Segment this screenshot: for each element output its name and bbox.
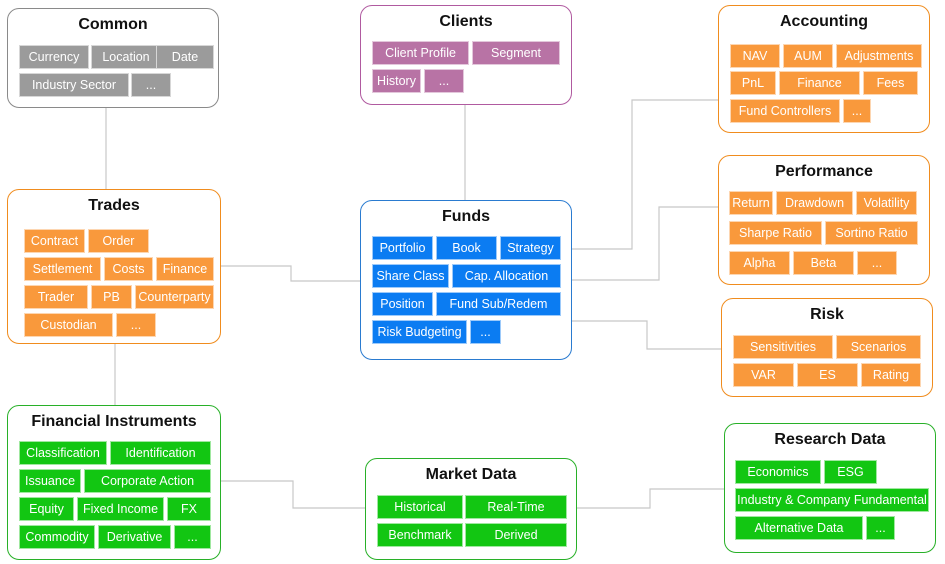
chip-costs[interactable]: Costs: [104, 257, 153, 281]
link-funds-performance: [572, 206, 718, 281]
chip-more[interactable]: ...: [470, 320, 501, 344]
chip-historical[interactable]: Historical: [377, 495, 463, 519]
group-title: Market Data: [425, 466, 517, 483]
chip-es[interactable]: ES: [797, 363, 858, 387]
chip-adjustments[interactable]: Adjustments: [836, 44, 922, 68]
chip-volatility[interactable]: Volatility: [856, 191, 917, 215]
chip-alternative-data[interactable]: Alternative Data: [735, 516, 863, 540]
chip-more[interactable]: ...: [424, 69, 464, 93]
chip-commodity[interactable]: Commodity: [19, 525, 95, 549]
group-title: Trades: [88, 197, 140, 214]
group-trades: Trades Contract Order Settlement Costs F…: [7, 189, 221, 344]
chip-derivative[interactable]: Derivative: [98, 525, 171, 549]
chip-risk-budgeting[interactable]: Risk Budgeting: [372, 320, 467, 344]
group-risk: Risk Sensitivities Scenarios VAR ES Rati…: [721, 298, 933, 397]
chip-esg[interactable]: ESG: [824, 460, 877, 484]
chip-more[interactable]: ...: [866, 516, 895, 540]
chip-alpha[interactable]: Alpha: [729, 251, 790, 275]
chip-fx[interactable]: FX: [167, 497, 211, 521]
group-title: Funds: [442, 208, 490, 225]
chip-beta[interactable]: Beta: [793, 251, 854, 275]
group-performance: Performance Return Drawdown Volatility S…: [718, 155, 930, 285]
link-instruments-market-data: [221, 480, 365, 509]
group-title: Research Data: [774, 431, 886, 448]
group-funds: Funds Portfolio Book Strategy Share Clas…: [360, 200, 572, 360]
chip-counterparty[interactable]: Counterparty: [135, 285, 214, 309]
chip-return[interactable]: Return: [729, 191, 773, 215]
chip-fees[interactable]: Fees: [863, 71, 918, 95]
chip-settlement[interactable]: Settlement: [24, 257, 101, 281]
group-title: Common: [78, 16, 148, 33]
chip-finance[interactable]: Finance: [779, 71, 860, 95]
chip-order[interactable]: Order: [88, 229, 149, 253]
chip-more[interactable]: ...: [131, 73, 171, 97]
chip-classification[interactable]: Classification: [19, 441, 107, 465]
chip-industry-company-fundamental[interactable]: Industry & Company Fundamental: [735, 488, 929, 512]
chip-more[interactable]: ...: [857, 251, 897, 275]
group-title: Performance: [775, 163, 873, 180]
chip-scenarios[interactable]: Scenarios: [836, 335, 921, 359]
chip-rating[interactable]: Rating: [861, 363, 921, 387]
group-title: Financial Instruments: [31, 413, 197, 430]
chip-derived[interactable]: Derived: [465, 523, 567, 547]
link-funds-risk: [572, 320, 721, 350]
chip-more[interactable]: ...: [843, 99, 871, 123]
chip-position[interactable]: Position: [372, 292, 433, 316]
chip-strategy[interactable]: Strategy: [500, 236, 561, 260]
group-title: Risk: [810, 306, 844, 323]
chip-more[interactable]: ...: [116, 313, 156, 337]
chip-share-class[interactable]: Share Class: [372, 264, 449, 288]
chip-real-time[interactable]: Real-Time: [465, 495, 567, 519]
chip-fixed-income[interactable]: Fixed Income: [77, 497, 164, 521]
group-market-data: Market Data Historical Real-Time Benchma…: [365, 458, 577, 560]
chip-equity[interactable]: Equity: [19, 497, 74, 521]
chip-fund-sub-redem[interactable]: Fund Sub/Redem: [436, 292, 561, 316]
chip-sharpe-ratio[interactable]: Sharpe Ratio: [729, 221, 822, 245]
chip-book[interactable]: Book: [436, 236, 497, 260]
chip-identification[interactable]: Identification: [110, 441, 211, 465]
chip-more[interactable]: ...: [174, 525, 211, 549]
chip-industry-sector[interactable]: Industry Sector: [19, 73, 129, 97]
chip-economics[interactable]: Economics: [735, 460, 821, 484]
chip-trader[interactable]: Trader: [24, 285, 88, 309]
chip-segment[interactable]: Segment: [472, 41, 560, 65]
chip-aum[interactable]: AUM: [783, 44, 833, 68]
link-market-data-research: [577, 488, 724, 509]
group-title: Clients: [439, 13, 493, 30]
chip-fund-controllers[interactable]: Fund Controllers: [730, 99, 840, 123]
chip-drawdown[interactable]: Drawdown: [776, 191, 853, 215]
chip-custodian[interactable]: Custodian: [24, 313, 113, 337]
group-accounting: Accounting NAV AUM Adjustments PnL Finan…: [718, 5, 930, 133]
chip-finance[interactable]: Finance: [156, 257, 214, 281]
link-funds-accounting: [572, 99, 718, 250]
chip-pnl[interactable]: PnL: [730, 71, 776, 95]
chip-nav[interactable]: NAV: [730, 44, 780, 68]
chip-sortino-ratio[interactable]: Sortino Ratio: [825, 221, 918, 245]
link-trades-funds: [221, 265, 360, 282]
group-research-data: Research Data Economics ESG Industry & C…: [724, 423, 936, 553]
chip-contract[interactable]: Contract: [24, 229, 85, 253]
group-common: Common Currency Location Date Industry S…: [7, 8, 219, 108]
chip-portfolio[interactable]: Portfolio: [372, 236, 433, 260]
chip-client-profile[interactable]: Client Profile: [372, 41, 469, 65]
chip-history[interactable]: History: [372, 69, 421, 93]
chip-pb[interactable]: PB: [91, 285, 132, 309]
chip-currency[interactable]: Currency: [19, 45, 89, 69]
chip-date[interactable]: Date: [156, 45, 214, 69]
chip-sensitivities[interactable]: Sensitivities: [733, 335, 833, 359]
group-financial-instruments: Financial Instruments Classification Ide…: [7, 405, 221, 560]
group-clients: Clients Client Profile Segment History .…: [360, 5, 572, 105]
chip-var[interactable]: VAR: [733, 363, 794, 387]
chip-benchmark[interactable]: Benchmark: [377, 523, 463, 547]
chip-cap-allocation[interactable]: Cap. Allocation: [452, 264, 561, 288]
chip-location[interactable]: Location: [91, 45, 161, 69]
chip-issuance[interactable]: Issuance: [19, 469, 81, 493]
group-title: Accounting: [780, 13, 868, 30]
chip-corporate-action[interactable]: Corporate Action: [84, 469, 211, 493]
